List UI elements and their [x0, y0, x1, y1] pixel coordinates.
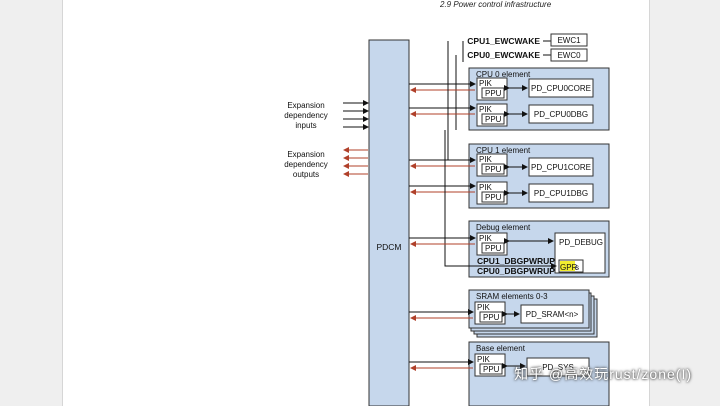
- cpu0-pik-a-label: PIK: [479, 79, 493, 88]
- expansion-inputs: Expansion dependency inputs: [284, 100, 369, 130]
- base-element: Base element PIK PPU PD_SYS: [468, 341, 610, 406]
- sram-ppu-label: PPU: [483, 313, 500, 322]
- gpr-suffix-label: s: [575, 263, 579, 272]
- expansion-inputs-line2: dependency: [284, 111, 328, 120]
- cpu0-core-domain-label: PD_CPU0CORE: [531, 84, 591, 93]
- cpu1-ppu-a-label: PPU: [485, 165, 502, 174]
- cpu0-ppu-b-label: PPU: [485, 115, 502, 124]
- cpu1-ppu-b-label: PPU: [485, 193, 502, 202]
- base-domain: [526, 357, 590, 377]
- base-element-title: Base element: [476, 344, 526, 353]
- cpu1-ewcwake-label: CPU1_EWCWAKE: [467, 36, 540, 46]
- base-domain-label: PD_SYS: [542, 363, 574, 372]
- ewc0-row: CPU0_EWCWAKE EWC0: [467, 48, 588, 62]
- ewc1-row: CPU1_EWCWAKE EWC1: [467, 33, 588, 47]
- debug-domain-label: PD_DEBUG: [559, 238, 603, 247]
- debug-element: Debug element PIK PPU PD_DEBUG CPU1_DBGP…: [468, 220, 610, 278]
- ewc1-label: EWC1: [557, 36, 581, 45]
- cpu0-dbg-domain: [528, 104, 594, 124]
- cpu1-core-domain: [528, 157, 594, 177]
- cpu0-ppu-a-label: PPU: [485, 89, 502, 98]
- page-margin-left: [0, 0, 63, 406]
- ewc0-label: EWC0: [557, 51, 581, 60]
- debug-ppu-label: PPU: [485, 244, 502, 253]
- expansion-outputs-line3: outputs: [293, 170, 319, 179]
- watermark: 知乎 @高效玩rust/zone(I): [514, 366, 692, 382]
- sram-pik-label: PIK: [477, 303, 491, 312]
- cpu1-core-domain-label: PD_CPU1CORE: [531, 163, 591, 172]
- cpu1-pik-a-label: PIK: [479, 155, 493, 164]
- cpu0-pik-b-label: PIK: [479, 105, 493, 114]
- base-ppu-label: PPU: [483, 365, 500, 374]
- gpr-highlight: [560, 261, 575, 271]
- sram-domain: [520, 304, 584, 324]
- page-margin-right: [649, 0, 720, 406]
- cpu1-element: CPU 1 element PIK PPU PD_CPU1CORE PIK PP…: [468, 143, 610, 209]
- cpu0-core-domain: [528, 78, 594, 98]
- cpu1-dbg-domain: [528, 183, 594, 203]
- section-header: 2.9 Power control infrastructure: [440, 0, 552, 9]
- cpu1-element-title: CPU 1 element: [476, 146, 531, 155]
- cpu1-dbgpwrup-label: CPU1_DBGPWRUP: [477, 256, 555, 266]
- expansion-inputs-line1: Expansion: [287, 101, 324, 110]
- cpu0-dbgpwrup-label: CPU0_DBGPWRUP: [477, 266, 555, 276]
- pdcm-label: PDCM: [376, 242, 401, 252]
- expansion-inputs-line3: inputs: [295, 121, 316, 130]
- cpu0-ewcwake-label: CPU0_EWCWAKE: [467, 50, 540, 60]
- base-pik-label: PIK: [477, 355, 491, 364]
- pdcm-block: [368, 39, 410, 406]
- cpu0-element: CPU 0 element PIK PPU PD_CPU0CORE PIK PP…: [468, 67, 610, 131]
- expansion-outputs: Expansion dependency outputs: [284, 147, 368, 179]
- expansion-outputs-line2: dependency: [284, 160, 328, 169]
- debug-pik-label: PIK: [479, 234, 493, 243]
- sram-element-title: SRAM elements 0-3: [476, 292, 548, 301]
- sram-domain-label: PD_SRAM<n>: [526, 310, 579, 319]
- sram-elements: SRAM elements 0-3 PIK PPU PD_SRAM<n>: [468, 289, 598, 338]
- ewc0-block: [550, 48, 588, 62]
- cpu1-pik-b-label: PIK: [479, 183, 493, 192]
- ewc1-block: [550, 33, 588, 47]
- gpr-highlight-label: GPR: [560, 263, 578, 272]
- cpu0-dbg-domain-label: PD_CPU0DBG: [534, 110, 588, 119]
- cpu1-dbg-domain-label: PD_CPU1DBG: [534, 189, 588, 198]
- expansion-outputs-line1: Expansion: [287, 150, 324, 159]
- debug-element-title: Debug element: [476, 223, 531, 232]
- cpu0-element-title: CPU 0 element: [476, 70, 531, 79]
